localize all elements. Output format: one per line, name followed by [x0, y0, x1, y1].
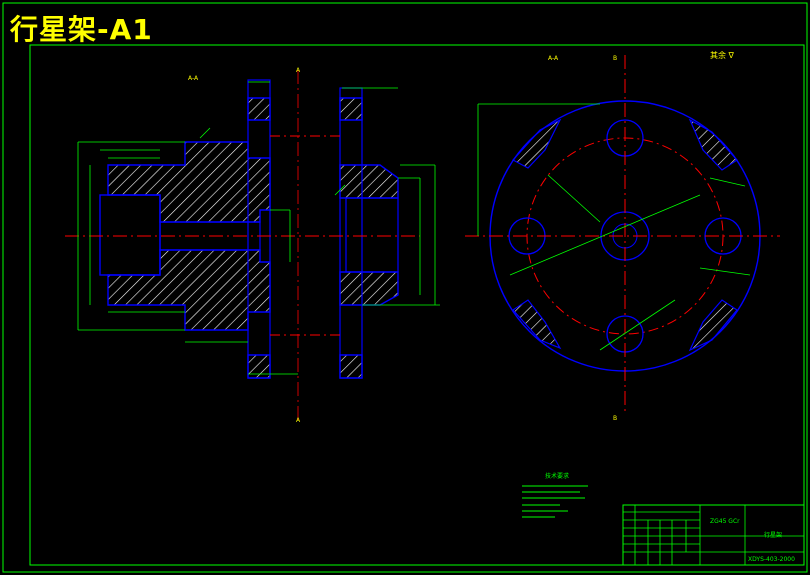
- right-plate-bottom: [339, 354, 363, 379]
- title-block-grid: [623, 505, 804, 565]
- right-plate-outline: [339, 87, 363, 379]
- left-flange-outline: [247, 79, 271, 379]
- section-label-left: A-A: [188, 75, 199, 82]
- lug-top-right: [688, 118, 738, 171]
- section-mark-top: A: [296, 67, 301, 74]
- notes-heading: 技术要求: [545, 472, 569, 480]
- technical-notes: 技术要求: [522, 472, 588, 518]
- title-block-name: 行星架: [764, 531, 782, 539]
- view-label-right: A-A: [548, 55, 559, 62]
- title-block: ZG45 GCr 行星架 XDYS-403-2000: [622, 504, 805, 566]
- drawing-title: 行星架-A1: [10, 13, 153, 46]
- inner-border: [29, 44, 805, 566]
- left-section-view: A-A A A: [65, 67, 440, 424]
- lug-bottom-left: [512, 299, 562, 350]
- lug-top-left: [512, 118, 562, 169]
- right-plate-top: [339, 97, 363, 121]
- bore: [99, 194, 161, 276]
- view-mark-bottom: B: [613, 415, 617, 422]
- right-plate-hub-top: [339, 164, 399, 199]
- roughness-note: 其余 ∇: [710, 50, 735, 60]
- hub-section-hatch: [107, 141, 271, 223]
- title-block-material: ZG45 GCr: [710, 518, 740, 525]
- section-mark-bottom: A: [296, 417, 301, 424]
- left-flange-bottom: [247, 354, 271, 379]
- right-dimensions: [477, 103, 751, 351]
- notes-lines: [522, 485, 588, 518]
- lug-bottom-right: [688, 299, 738, 352]
- title-block-drawing-no: XDYS-403-2000: [748, 556, 795, 563]
- right-plate-bore: [345, 197, 399, 273]
- right-circular-view: A-A B B 其余 ∇: [465, 50, 780, 422]
- hub-section-hatch-lower: [107, 249, 271, 331]
- left-flange-top: [247, 97, 271, 121]
- right-plate-hub-bottom: [339, 271, 399, 306]
- view-mark-top: B: [613, 55, 617, 62]
- left-dimensions: [77, 81, 440, 375]
